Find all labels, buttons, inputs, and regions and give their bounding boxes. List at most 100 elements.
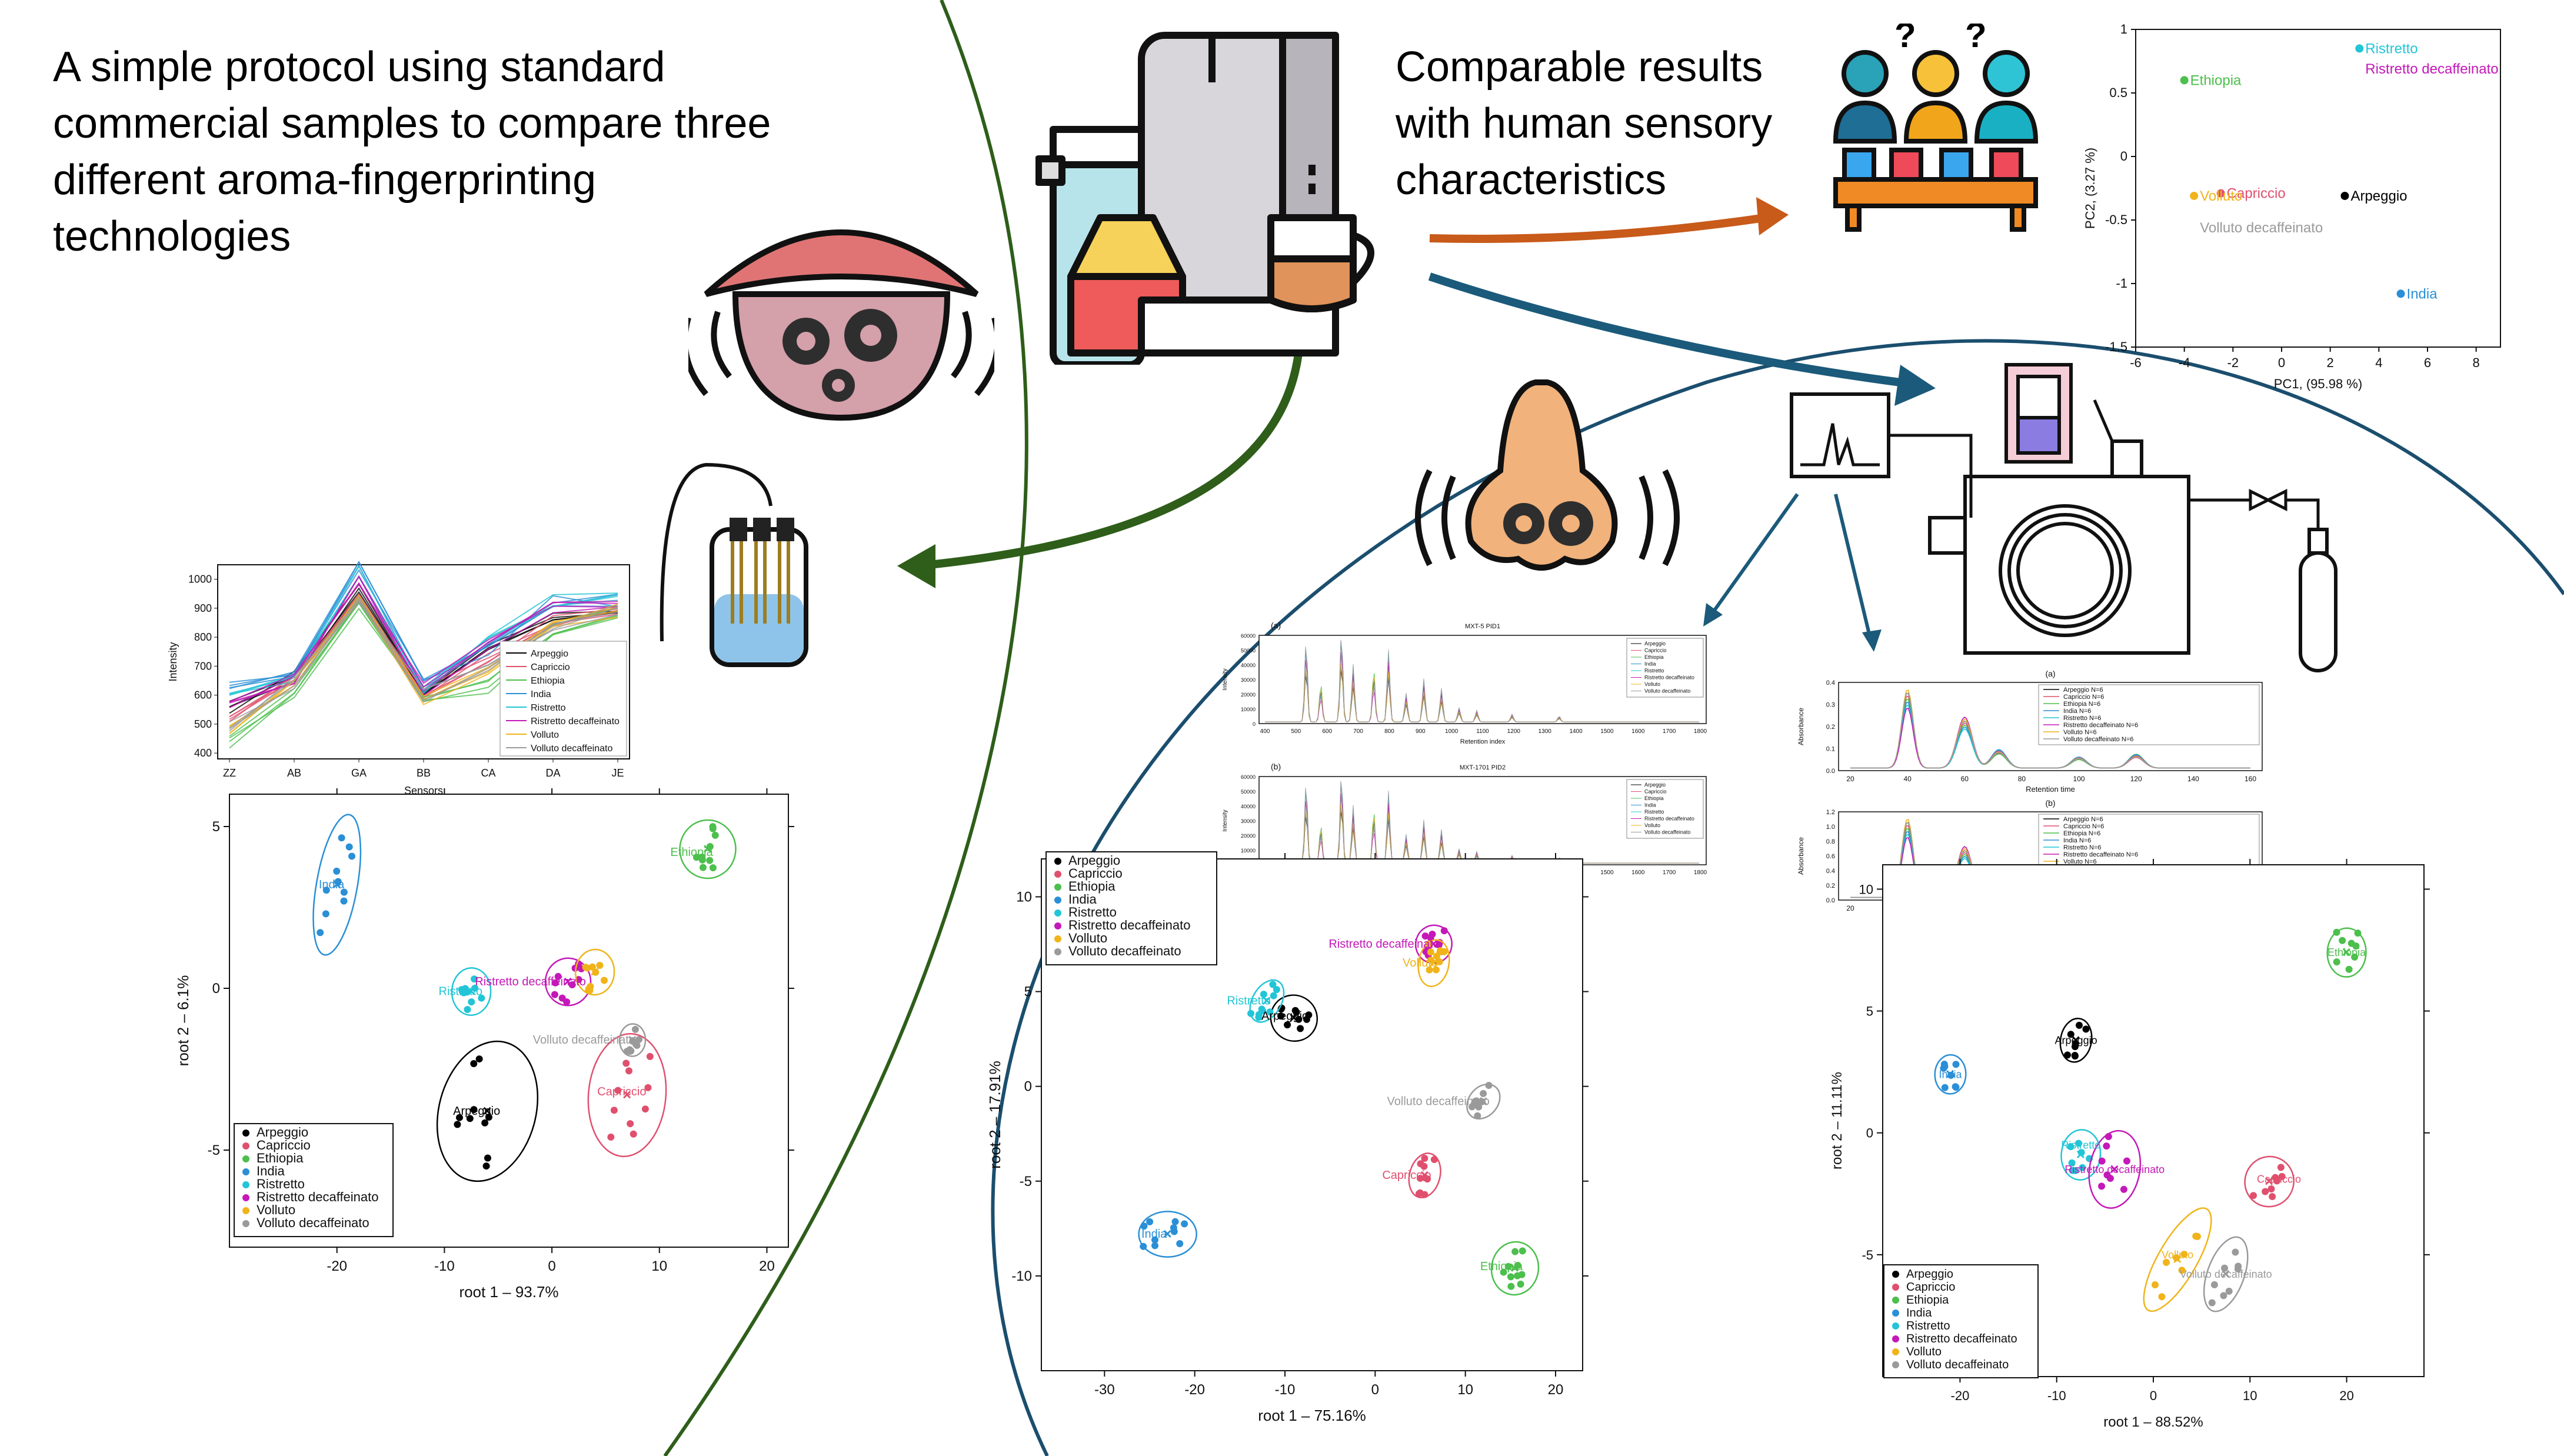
lda_enose-legend-box — [1045, 851, 1217, 965]
lda_enose-point-ristretto — [1247, 1009, 1255, 1017]
pca-point-ristretto — [2355, 44, 2364, 53]
lda_gcims-xtick-label: 0 — [2150, 1388, 2157, 1403]
lda_enose-group-label-volluto: Volluto — [1403, 957, 1438, 969]
lda_gcims-group-label-ristretto: Ristretto — [2061, 1139, 2100, 1151]
pca-xtick-label: -6 — [2130, 355, 2142, 370]
lda_enose-xtick-label: -20 — [1184, 1382, 1205, 1398]
lda_enose-legend-dot-arpeggio — [1054, 858, 1061, 865]
lda_enose-point-ethiopia — [1504, 1262, 1512, 1270]
lda_gcims-xlabel: root 1 – 88.52% — [2103, 1414, 2203, 1430]
lda_enose-legend-label-ethiopia: Ethiopia — [1068, 879, 1115, 894]
chrom_b-ytick-label: 60000 — [1241, 774, 1256, 780]
lda_etongue-point-arpeggio — [466, 1115, 474, 1122]
lda_gcims-point-capriccio — [2273, 1177, 2280, 1185]
profile-line-ristretto-decaffeinato — [229, 583, 618, 702]
lda_enose-point-volluto — [1432, 966, 1440, 974]
lda_enose-point-ethiopia — [1517, 1280, 1524, 1288]
lda_enose-centroid-india: × — [1163, 1225, 1172, 1242]
lda_enose-point-ethiopia — [1514, 1262, 1521, 1270]
lda_enose-point-ristretto — [1266, 1008, 1274, 1016]
pca-point-label-india: India — [2407, 286, 2438, 302]
lda_enose-point-volluto-decaffeinato — [1475, 1103, 1483, 1111]
lda_etongue-group-label-ethiopia: Ethiopia — [670, 846, 713, 859]
gcims_b-ytick-label: 0.6 — [1826, 853, 1835, 860]
lda_gcims-point-volluto — [2180, 1251, 2188, 1258]
lda_enose-ellipse-arpeggio — [1270, 994, 1318, 1042]
profile-legend-label: Volluto — [531, 730, 559, 740]
pca-ytick-label: 1 — [2120, 22, 2127, 36]
chrom_a-xlabel: Retention index — [1460, 738, 1506, 745]
lda_gcims-point-india — [1952, 1083, 1959, 1091]
lda_etongue-point-capriccio — [630, 1130, 637, 1138]
gcims_b-legend-label: Ethiopia N=6 — [2063, 830, 2100, 837]
chrom_a-ytick-label: 30000 — [1241, 677, 1256, 683]
lda_enose-point-arpeggio — [1291, 1007, 1299, 1014]
orange-arrow-head — [1756, 197, 1789, 235]
gcims_a-ytick-label: 0.3 — [1826, 702, 1835, 709]
lda_gcims-point-ristretto — [2079, 1164, 2086, 1171]
lda_enose-legend-dot-volluto-decaffeinato — [1054, 948, 1061, 955]
chrom_a-legend-label: India — [1644, 661, 1656, 667]
lda_enose-ytick-label: 10 — [1016, 889, 1032, 905]
gcims_b-ylabel: Absorbance — [1797, 837, 1805, 875]
pca-point-label-ristretto: Ristretto — [2365, 41, 2418, 56]
lda_etongue-point-ristretto — [459, 988, 467, 995]
chrom_a-ylabel: Intensity — [1222, 668, 1228, 690]
lda_gcims-point-arpeggio — [2075, 1021, 2083, 1029]
lda_gcims-legend-dot-ristretto — [1892, 1322, 1899, 1330]
thin-arrow-left-head — [1703, 603, 1723, 627]
lda_gcims-point-capriccio — [2262, 1188, 2269, 1195]
lda_enose-point-arpeggio — [1297, 1025, 1304, 1032]
lda_gcims-point-ristretto-decaffeinato — [2106, 1174, 2114, 1182]
lda_enose-point-volluto — [1433, 952, 1440, 960]
pca-point-volluto — [2190, 191, 2199, 200]
lda_etongue-point-arpeggio — [484, 1154, 491, 1162]
lda_enose-ellipse-ethiopia — [1490, 1241, 1540, 1296]
lda_etongue-point-ristretto-decaffeinato — [568, 981, 576, 988]
profile-ytick-label: 700 — [194, 660, 212, 672]
lda_etongue-point-ristretto — [478, 994, 485, 1002]
lda_gcims-centroid-ristretto: × — [2076, 1145, 2085, 1163]
lda_etongue-ellipse-india — [312, 814, 362, 956]
lda_etongue-legend-dot-india — [242, 1168, 249, 1175]
pca-xtick-label: 6 — [2424, 355, 2431, 370]
chrom_b-xtick-label: 1600 — [1631, 869, 1645, 876]
lda_etongue-point-volluto — [596, 962, 604, 969]
lda_etongue-point-arpeggio — [455, 1114, 463, 1121]
gcims_a-legend-label: Ristretto N=6 — [2063, 715, 2102, 722]
lda_etongue-ytick-label: -5 — [208, 1142, 220, 1158]
profile-line-volluto-decaffeinato — [229, 598, 618, 732]
lda_etongue-point-capriccio — [607, 1133, 615, 1141]
lda_gcims-legend-box — [1883, 1264, 2039, 1378]
lda_etongue-xtick-label: 10 — [651, 1258, 667, 1274]
lda_enose-legend-label-ristretto: Ristretto — [1068, 905, 1117, 919]
lda_etongue-legend-label-ristretto-decaffeinato: Ristretto decaffeinato — [257, 1190, 379, 1204]
lda_gcims-group-label-arpeggio: Arpeggio — [2055, 1034, 2097, 1046]
lda_etongue-point-ristretto-decaffeinato — [551, 979, 559, 987]
lda_gcims-centroid-ethiopia: × — [2342, 943, 2351, 961]
thin-arrow-right-head — [1862, 629, 1882, 652]
lda_etongue-point-capriccio — [614, 1087, 622, 1094]
lda_etongue-centroid-capriccio: × — [622, 1086, 631, 1104]
lda_enose-point-volluto-decaffeinato — [1471, 1098, 1479, 1105]
profile-xtick-label: ZZ — [223, 767, 236, 779]
lda_enose-legend-dot-india — [1054, 897, 1061, 904]
lda_gcims-point-ethiopia — [2333, 958, 2340, 966]
chrom_a-xtick-label: 800 — [1384, 728, 1394, 735]
profile-ytick-label: 400 — [194, 747, 212, 759]
lda_enose-legend: ArpeggioCapriccioEthiopiaIndiaRistrettoR… — [1045, 851, 1217, 965]
profile-xtick-label: JE — [611, 767, 624, 779]
lda_gcims-legend-dot-arpeggio — [1892, 1271, 1899, 1278]
profile-legend-label: India — [531, 689, 551, 699]
lda_gcims-point-ristretto — [2074, 1140, 2082, 1147]
green-divider-curve — [663, 0, 1028, 1456]
gcims_a-ytick-label: 0.1 — [1826, 746, 1835, 753]
chrom_a-xtick-label: 1500 — [1600, 728, 1614, 735]
lda_gcims-point-volluto — [2192, 1232, 2200, 1240]
lda_etongue-point-capriccio — [625, 1067, 632, 1075]
chrom_a-ytick-label: 20000 — [1241, 692, 1256, 698]
lda_enose-xtick-label: -10 — [1275, 1382, 1296, 1398]
lda_enose-point-ethiopia — [1507, 1273, 1514, 1281]
lda_etongue-point-ristretto-decaffeinato — [558, 994, 566, 1002]
